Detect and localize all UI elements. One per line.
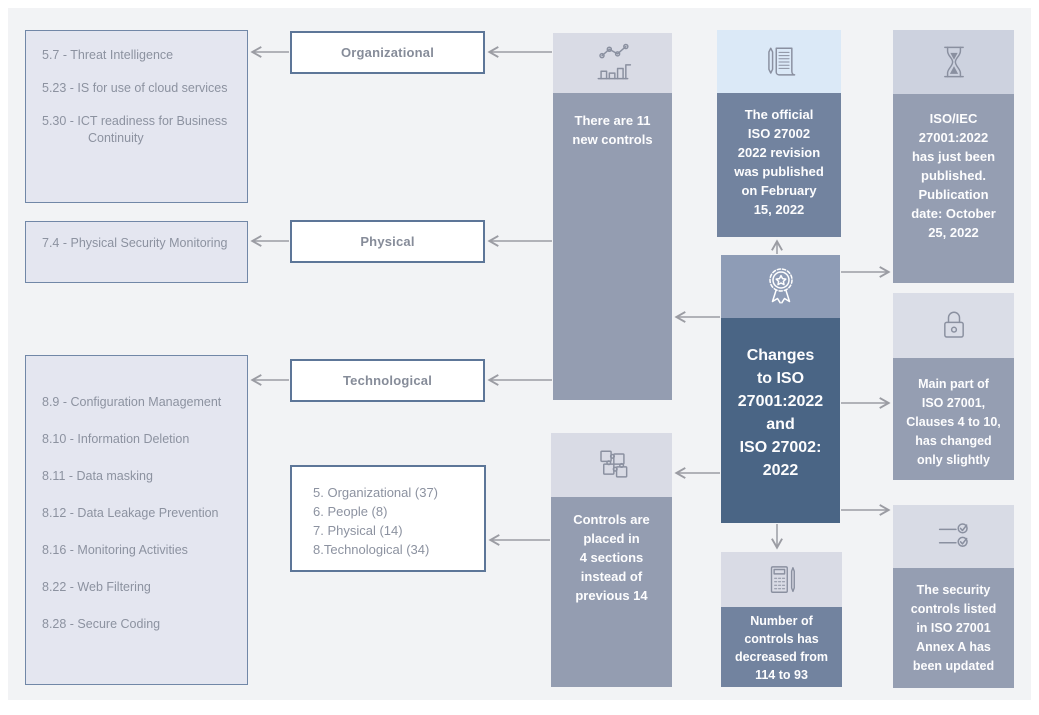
list-item: 8.28 - Secure Coding — [42, 617, 161, 631]
icon-header — [553, 33, 672, 93]
checklist-icon — [938, 522, 968, 547]
hourglass-icon — [943, 46, 964, 78]
icon-header — [717, 30, 841, 93]
category-organizational-box: Organizational — [290, 31, 485, 74]
node-clauses-changed: Main part of ISO 27001, Clauses 4 to 10,… — [893, 293, 1014, 480]
node-four-sections-text: Controls are placed in 4 sections instea… — [551, 497, 672, 687]
organizational-controls-box: 5.7 - Threat Intelligence 5.23 - IS for … — [25, 30, 248, 203]
section-line: 6. People (8) — [313, 504, 388, 519]
icon-header — [721, 552, 842, 607]
list-item: 7.4 - Physical Security Monitoring — [42, 236, 228, 250]
list-item: 5.23 - IS for use of cloud services — [42, 81, 228, 95]
node-controls-decreased: Number of controls has decreased from 11… — [721, 552, 842, 687]
node-annex-updated: The security controls listed in ISO 2700… — [893, 505, 1014, 688]
node-annex-updated-text: The security controls listed in ISO 2700… — [893, 568, 1014, 688]
list-item: 8.11 - Data masking — [42, 469, 153, 483]
section-line: 8.Technological (34) — [313, 542, 430, 557]
node-clauses-changed-text: Main part of ISO 27001, Clauses 4 to 10,… — [893, 358, 1014, 480]
node-iso27001-published-text: ISO/IEC 27001:2022 has just been publish… — [893, 94, 1014, 283]
puzzle-pieces-icon — [599, 450, 627, 478]
list-item: 5.30 - ICT readiness for Business Contin… — [42, 114, 228, 145]
icon-header — [551, 433, 672, 497]
node-center-changes: Changes to ISO 27001:2022 and ISO 27002:… — [721, 255, 840, 523]
list-item: 8.22 - Web Filtering — [42, 580, 151, 594]
node-iso27001-published: ISO/IEC 27001:2022 has just been publish… — [893, 30, 1014, 283]
node-iso27002-revision: The official ISO 27002 2022 revision was… — [717, 30, 841, 237]
node-controls-decreased-text: Number of controls has decreased from 11… — [721, 607, 842, 687]
award-ribbon-icon — [768, 267, 793, 304]
category-label: Organizational — [340, 45, 435, 60]
list-item: 8.16 - Monitoring Activities — [42, 543, 188, 557]
physical-controls-box: 7.4 - Physical Security Monitoring — [25, 221, 248, 283]
technological-controls-box: 8.9 - Configuration Management 8.10 - In… — [25, 355, 248, 685]
chart-growth-icon — [597, 43, 631, 80]
section-line: 5. Organizational (37) — [313, 485, 439, 500]
list-item: 8.10 - Information Deletion — [42, 432, 190, 446]
control-sections-box: 5. Organizational (37) 6. People (8) 7. … — [290, 465, 486, 572]
category-label: Technological — [342, 373, 433, 388]
list-item: 8.9 - Configuration Management — [42, 395, 222, 409]
icon-header — [721, 255, 840, 318]
icon-header — [893, 293, 1014, 358]
node-new-controls: There are 11 new controls — [553, 33, 672, 400]
node-center-changes-text: Changes to ISO 27001:2022 and ISO 27002:… — [721, 318, 840, 523]
padlock-icon — [943, 311, 964, 338]
list-item: 5.7 - Threat Intelligence — [42, 48, 174, 62]
node-iso27002-revision-text: The official ISO 27002 2022 revision was… — [717, 93, 841, 237]
icon-header — [893, 30, 1014, 94]
icon-header — [893, 505, 1014, 568]
calculator-pencil-icon — [770, 565, 795, 593]
category-physical-box: Physical — [290, 220, 485, 263]
node-new-controls-text: There are 11 new controls — [553, 93, 672, 400]
category-technological-box: Technological — [290, 359, 485, 402]
list-item: 8.12 - Data Leakage Prevention — [42, 506, 219, 520]
node-four-sections: Controls are placed in 4 sections instea… — [551, 433, 672, 687]
section-line: 7. Physical (14) — [313, 523, 403, 538]
pencil-document-icon — [768, 47, 796, 76]
category-label: Physical — [360, 234, 415, 249]
